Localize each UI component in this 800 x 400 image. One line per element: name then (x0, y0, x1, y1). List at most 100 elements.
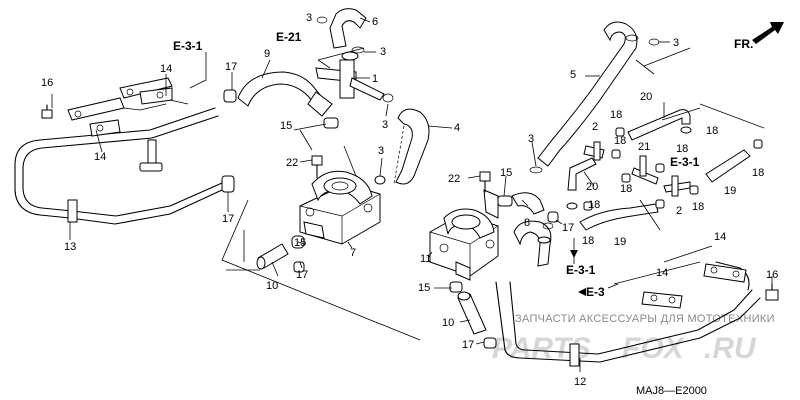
callout-1: 1 (372, 73, 378, 85)
callout-18-g: 18 (692, 201, 704, 213)
callout-3-valve: 3 (378, 145, 384, 157)
callout-3-topright: 3 (673, 37, 679, 49)
front-direction-label: FR. (734, 37, 753, 51)
diagram-code: MAJ8—E2000 (636, 385, 707, 397)
callout-3-center: 3 (382, 119, 388, 131)
ref-e21: E-21 (276, 30, 302, 44)
section-references: E-3-1 E-21 E-3-1 E-3-1 E-3 (173, 30, 700, 299)
callout-18-f: 18 (620, 183, 632, 195)
callout-19-upper: 19 (724, 185, 736, 197)
callout-13: 13 (64, 241, 76, 253)
callout-10-right: 10 (442, 317, 454, 329)
part-3-clamp-topright (648, 38, 660, 46)
part-16-bolt-left (41, 104, 53, 119)
part-19-hose-lower (579, 203, 659, 231)
part-15-clamp-right (449, 195, 513, 293)
ref-e3: E-3 (586, 285, 605, 299)
ref-e31-bottom: E-3-1 (566, 263, 596, 277)
watermark-brand-mid: FOX (622, 332, 686, 365)
callouts: 16 14 14 13 17 17 9 3 6 3 1 3 4 15 3 22 … (41, 12, 778, 388)
callout-18-i: 18 (582, 235, 594, 247)
callout-15-left: 15 (294, 237, 306, 249)
callout-6: 6 (372, 16, 378, 28)
part-7-valve (299, 145, 386, 245)
callout-17-lower-left: 17 (222, 213, 234, 225)
callout-15-bottom: 15 (418, 282, 430, 294)
callout-17-upper-left: 17 (225, 61, 237, 73)
callout-2-lower: 2 (676, 205, 682, 217)
part-2-fitting-upper (583, 141, 605, 161)
callout-18-h: 18 (588, 199, 600, 211)
callout-3-top: 3 (306, 12, 312, 24)
part-4-hose (393, 108, 430, 185)
callout-22-left: 22 (286, 157, 298, 169)
callout-16-left: 16 (41, 77, 53, 89)
part-11-valve (429, 189, 499, 281)
part-21-fitting (631, 155, 659, 185)
callout-22-right: 22 (448, 173, 460, 185)
part-2-fitting-lower (663, 175, 691, 197)
part-6-hose (329, 8, 367, 49)
watermark-brand-right: .RU (704, 332, 757, 365)
part-17-clip-bottom (483, 337, 497, 349)
part-12-pipe (495, 261, 761, 367)
callout-15-right: 15 (500, 167, 512, 179)
part-14-bracket-right (641, 263, 747, 309)
callout-3-mid: 3 (528, 133, 534, 145)
ref-e31-bottom-arrow-icon (570, 250, 578, 258)
part-15-clamp-top (323, 117, 339, 129)
callout-16-right: 16 (766, 269, 778, 281)
part-16-bolt-right (765, 283, 779, 301)
part-18-fittings (566, 126, 763, 211)
front-direction: FR. (734, 22, 784, 51)
boundary-lines (123, 47, 765, 341)
part-10-hose-left (256, 243, 289, 270)
pipe-13-clip (147, 139, 157, 167)
callout-18-c: 18 (614, 135, 626, 147)
callout-2-upper: 2 (592, 121, 598, 133)
front-arrow-icon (752, 22, 784, 44)
callout-18-d: 18 (676, 143, 688, 155)
callout-12: 12 (574, 376, 586, 388)
part-9-hose (237, 71, 333, 117)
callout-17-right: 17 (562, 222, 574, 234)
callout-11: 11 (420, 253, 431, 265)
part-20-hose-lower (567, 157, 597, 191)
callout-17-bottom: 17 (462, 339, 474, 351)
callout-5: 5 (570, 69, 576, 81)
part-17-clip-right (547, 211, 559, 223)
ref-e31-mid: E-3-1 (670, 155, 700, 169)
callout-14-right-upper: 14 (714, 231, 726, 243)
callout-14-upper: 14 (160, 63, 172, 75)
part-19-hose-upper (705, 149, 751, 183)
callout-17-center: 17 (296, 269, 308, 281)
part-22-bolt-right (479, 171, 491, 193)
callout-3-tee: 3 (380, 46, 386, 58)
pipe-13-band (67, 199, 78, 223)
callout-18-b: 18 (706, 125, 718, 137)
part-3-clamp-mid (529, 166, 554, 230)
part-17-clip-center (293, 261, 305, 273)
ref-e31-top: E-3-1 (173, 39, 203, 53)
callout-10-left: 10 (266, 280, 278, 292)
callout-21: 21 (638, 141, 650, 153)
part-3-clamp-top (316, 16, 394, 103)
part-5-hose (537, 21, 639, 167)
ref-e3-arrow-icon (578, 288, 586, 296)
callout-9: 9 (264, 48, 270, 60)
callout-18-e: 18 (752, 167, 764, 179)
part-14-bracket-upper (119, 77, 173, 105)
callout-19-lower: 19 (614, 236, 626, 248)
callout-8: 8 (524, 217, 530, 229)
part-1-tee (315, 51, 385, 101)
part-8-hose (511, 192, 552, 267)
callout-15-top: 15 (280, 120, 292, 132)
callout-18-a: 18 (610, 109, 622, 121)
callout-14-right-lower: 14 (656, 267, 668, 279)
part-22-bolt-left (311, 155, 323, 179)
part-20-hose-upper (627, 109, 691, 141)
part-10-hose-right (457, 291, 487, 335)
callout-20-lower: 20 (586, 181, 598, 193)
part-17-clip-left (221, 89, 237, 193)
